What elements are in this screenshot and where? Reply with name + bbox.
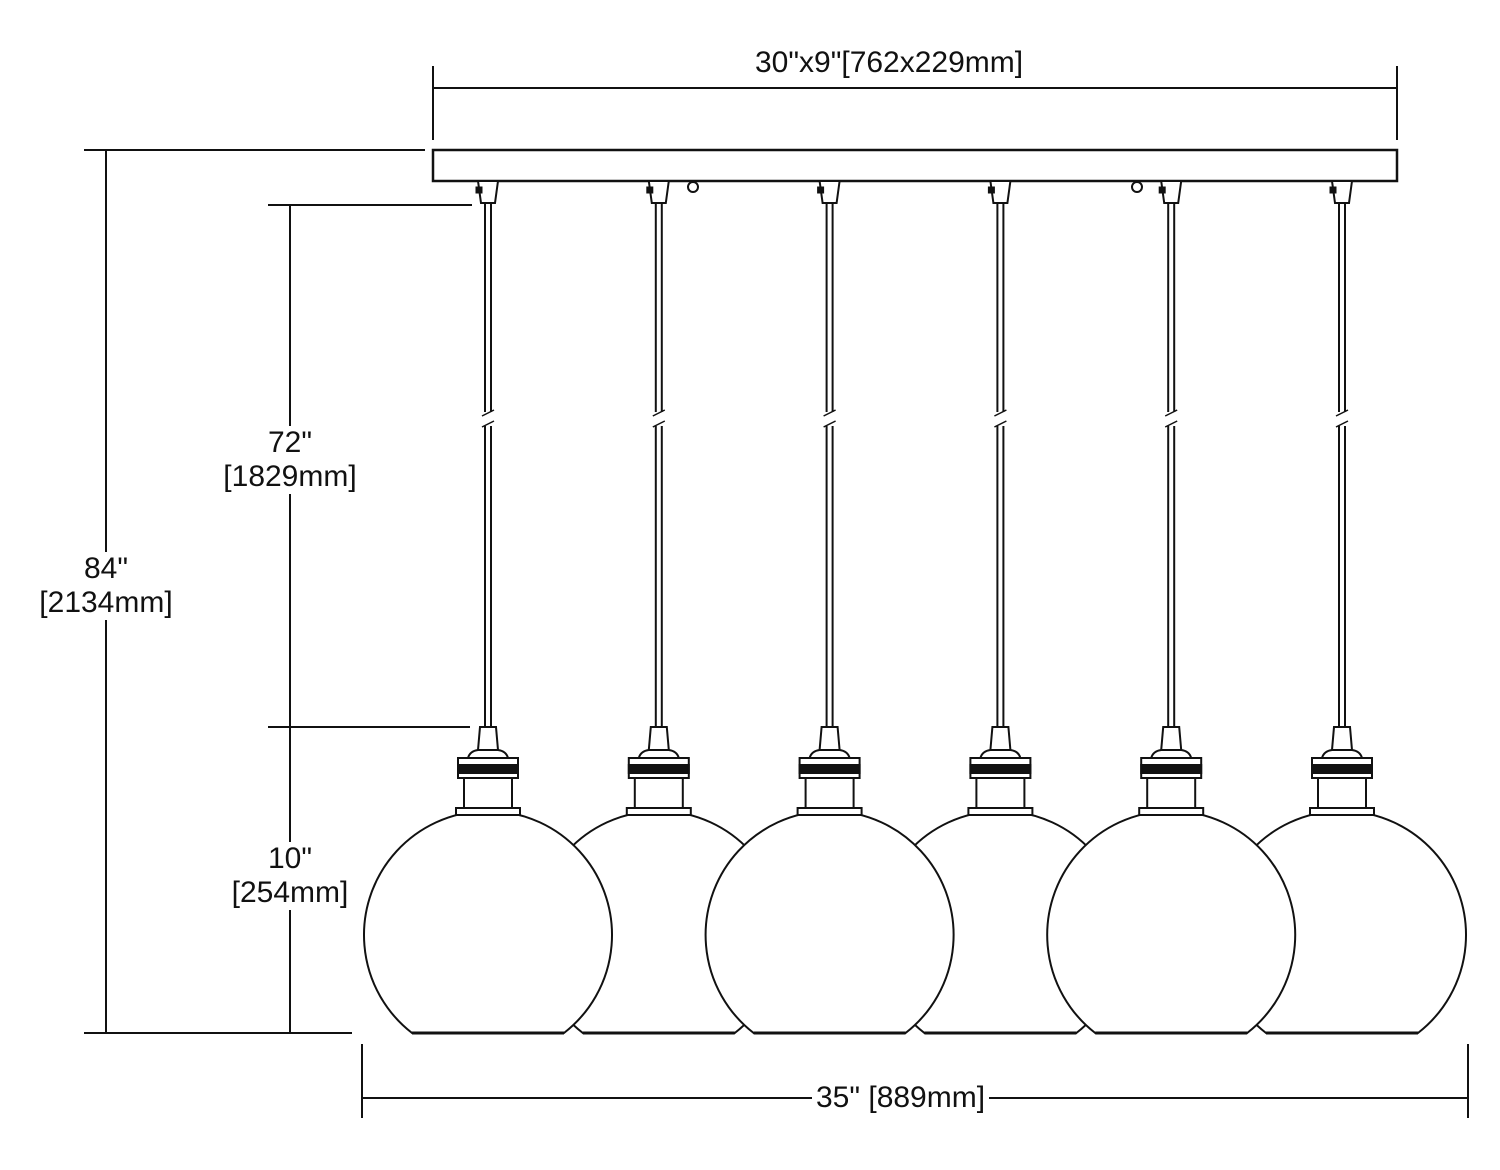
socket-body xyxy=(804,777,855,809)
socket-cap xyxy=(647,726,670,751)
overall-height-label: 84" [2134mm] xyxy=(20,552,192,620)
socket-ring xyxy=(1138,807,1205,816)
socket-cap xyxy=(989,726,1012,751)
cord-grip xyxy=(1330,180,1354,204)
socket-cap xyxy=(1330,726,1354,751)
socket-cap xyxy=(1160,726,1183,751)
shade-height-in: 10" xyxy=(267,842,313,875)
socket-body xyxy=(1317,777,1367,809)
pendant xyxy=(363,180,613,1035)
overall-width-label: 35" [889mm] xyxy=(812,1081,990,1115)
socket-ring xyxy=(796,807,863,816)
cord-grip xyxy=(989,180,1012,204)
socket-cap xyxy=(476,726,500,751)
socket-ring xyxy=(625,807,692,816)
pendant xyxy=(704,180,955,1035)
cord-grip xyxy=(1160,180,1183,204)
canopy-hook-icon xyxy=(687,181,699,193)
canopy xyxy=(431,148,1399,183)
pendant xyxy=(1046,180,1297,1035)
socket-body xyxy=(1146,777,1197,809)
socket-ring xyxy=(1309,807,1375,816)
cord-grip xyxy=(476,180,500,204)
cord-length-in: 72" xyxy=(267,426,313,459)
canopy-dimension-label: 30"x9"[762x229mm] xyxy=(755,46,1024,80)
cord-length-label: 72" [1829mm] xyxy=(205,426,375,494)
socket-body xyxy=(463,777,513,809)
shade-height-mm: [254mm] xyxy=(231,876,349,909)
cord-grip xyxy=(818,180,841,204)
socket-ring xyxy=(967,807,1034,816)
shade-height-label: 10" [254mm] xyxy=(215,842,365,910)
socket-body xyxy=(633,777,684,809)
overall-height-in: 84" xyxy=(83,552,129,585)
socket-ring xyxy=(455,807,521,816)
socket-cap xyxy=(818,726,841,751)
cord-grip xyxy=(647,180,670,204)
cord-length-mm: [1829mm] xyxy=(223,460,357,493)
overall-height-mm: [2134mm] xyxy=(39,586,173,619)
canopy-hook-icon xyxy=(1131,181,1143,193)
socket-body xyxy=(975,777,1026,809)
